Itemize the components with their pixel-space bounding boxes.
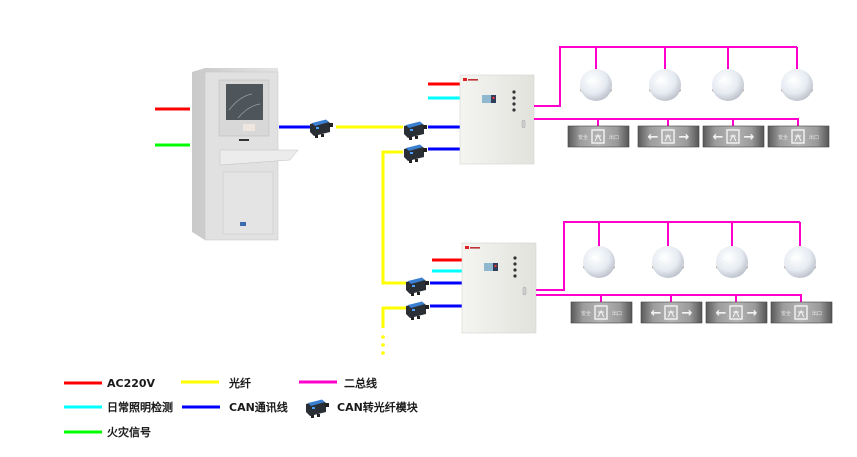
distribution-cabinet-1 [459, 74, 535, 165]
exit-sign: ←→ [640, 301, 703, 324]
monitoring-workstation [192, 68, 299, 241]
sign-right-text: 出口 [612, 310, 622, 317]
can-fiber-module-icon [404, 144, 427, 163]
two-bus-line [536, 221, 800, 291]
exit-sign: ←→ [705, 301, 768, 324]
emergency-light [580, 69, 612, 101]
exit-sign: 安全 出口 [770, 301, 833, 324]
sign-left-text: ← [648, 130, 659, 145]
sign-left-text: 安全 [581, 310, 591, 317]
monitor-screen [226, 84, 263, 120]
sign-left-text: 安全 [778, 134, 788, 141]
sign-right-text: → [747, 306, 758, 321]
emergency-light [583, 246, 615, 278]
emergency-light [649, 69, 681, 101]
continuation-dot [381, 335, 385, 339]
sign-right-text: → [682, 306, 693, 321]
exit-sign: ←→ [637, 125, 700, 148]
legend-module-icon [306, 399, 329, 418]
legend-label-fiber: 光纤 [228, 376, 251, 390]
sign-right-text: → [744, 130, 755, 145]
can-fiber-module-icon [404, 121, 427, 140]
legend-label-can: CAN通讯线 [229, 400, 288, 414]
sign-left-text: ← [713, 130, 724, 145]
legend-label-ac220v: AC220V [107, 377, 156, 390]
can-fiber-module-icon [406, 277, 429, 296]
legend-label-two-bus: 二总线 [344, 376, 377, 390]
legend: AC220V 光纤 二总线 日常照明检测 CAN通讯线 CAN转光纤模块 火灾信… [64, 376, 419, 439]
distribution-cabinet-2 [461, 242, 537, 334]
can-fiber-module-icon [310, 119, 333, 138]
legend-label-module: CAN转光纤模块 [337, 400, 419, 414]
can-fiber-module-icon [406, 301, 429, 320]
exit-sign: 安全 出口 [570, 301, 633, 324]
sign-left-text: ← [651, 306, 662, 321]
device-row-1: 安全出口←→←→安全出口 [534, 46, 830, 148]
two-bus-line [536, 294, 802, 302]
two-bus-line [534, 118, 799, 126]
emergency-light [781, 69, 813, 101]
sign-left-text: 安全 [578, 134, 588, 141]
sign-right-text: 出口 [812, 310, 822, 317]
device-row-2: 安全出口←→←→安全出口 [536, 221, 833, 324]
sign-right-text: → [679, 130, 690, 145]
fiber-line [381, 306, 406, 328]
exit-sign: ←→ [702, 125, 765, 148]
emergency-light [712, 69, 744, 101]
keyboard-tray [219, 149, 299, 166]
sign-right-text: 出口 [609, 134, 619, 141]
exit-sign: 安全 出口 [567, 125, 630, 148]
legend-label-fire-signal: 火灾信号 [107, 425, 151, 439]
sign-left-text: ← [716, 306, 727, 321]
continuation-dot [381, 351, 385, 355]
sign-right-text: 出口 [809, 134, 819, 141]
fiber-line [381, 150, 406, 285]
legend-label-daily-lighting: 日常照明检测 [107, 400, 173, 414]
emergency-light [652, 246, 684, 278]
emergency-light [716, 246, 748, 278]
continuation-dot [381, 343, 385, 347]
emergency-light [784, 246, 816, 278]
two-bus-line [534, 46, 797, 107]
exit-sign: 安全 出口 [767, 125, 830, 148]
sign-left-text: 安全 [781, 310, 791, 317]
